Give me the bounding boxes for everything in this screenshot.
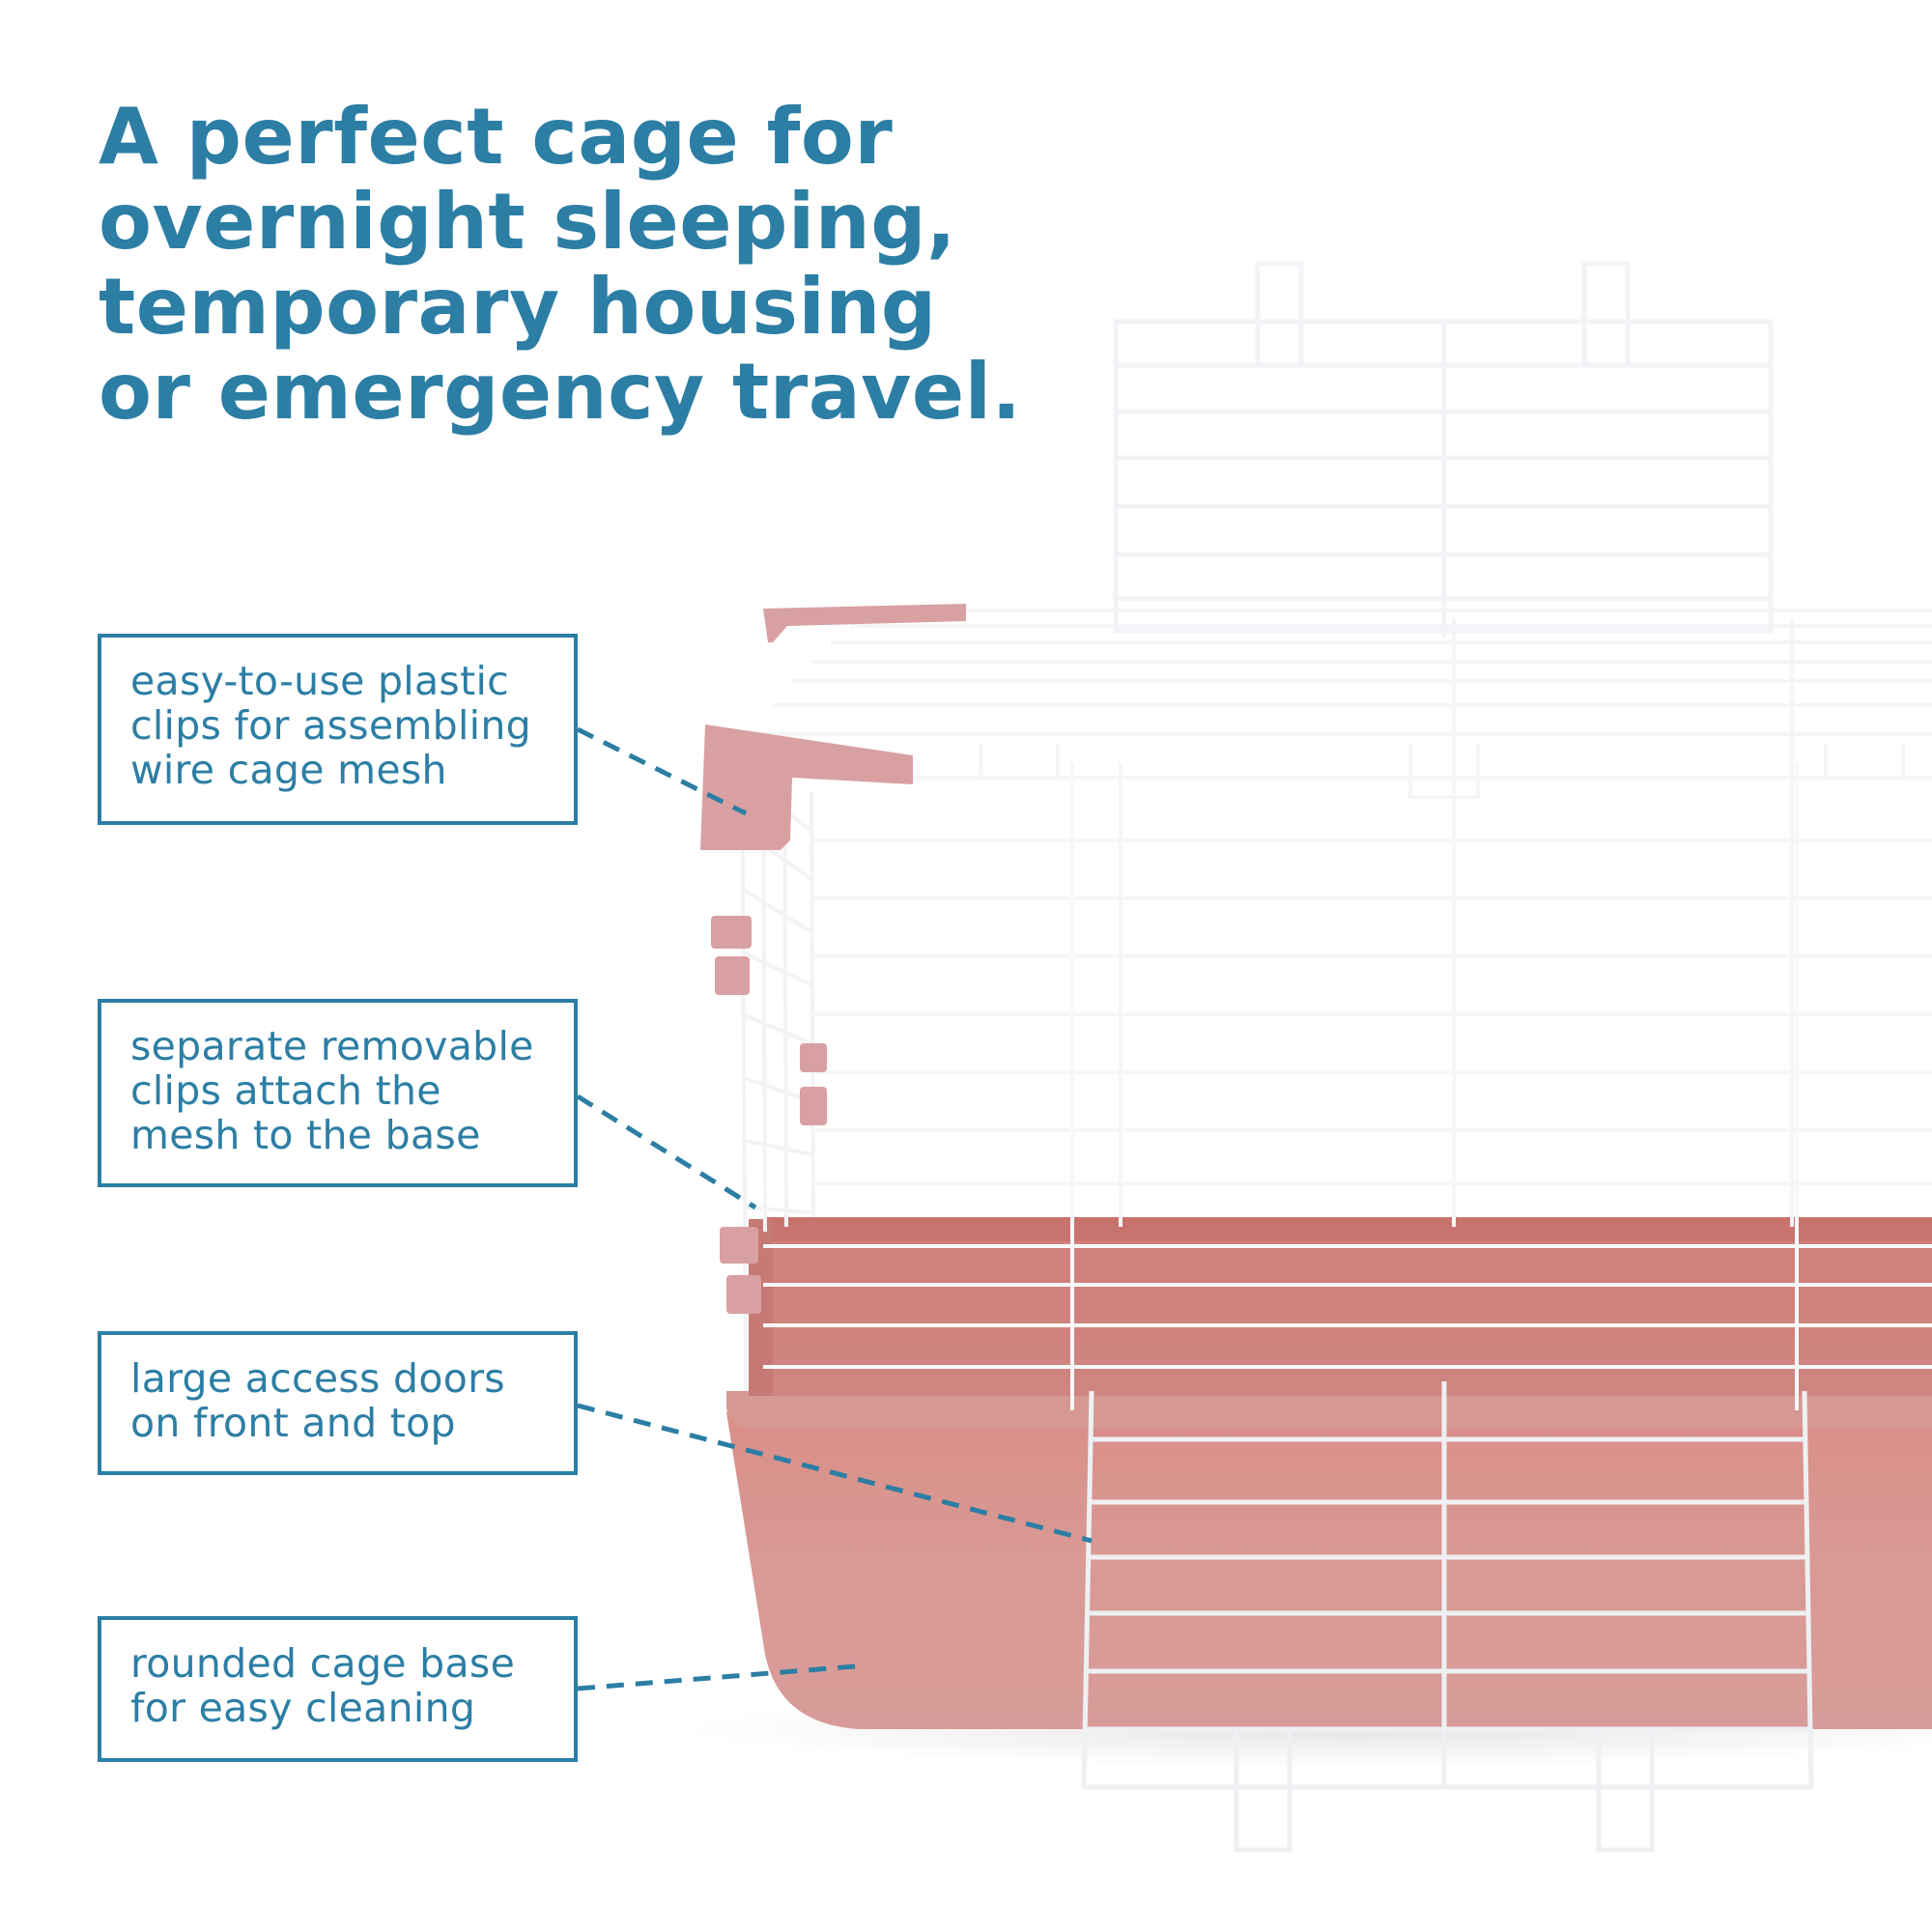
callout-rounded-base: rounded cage base for easy cleaning [98,1616,578,1762]
callout-removable-clips: separate removable clips attach the mesh… [98,999,578,1187]
corner-clip-icon [700,604,966,850]
callout-plastic-clips: easy-to-use plastic clips for assembling… [98,634,578,825]
callout-line: clips for assembling [130,702,531,749]
callout-line: rounded cage base [130,1640,516,1687]
top-door [1113,261,1774,638]
back-mesh [811,763,1932,1227]
headline-line: temporary housing [99,262,937,352]
callout-line: easy-to-use plastic [130,658,509,704]
callout-line: large access doors [130,1355,505,1402]
callout-line: mesh to the base [130,1112,481,1158]
callout-access-doors: large access doors on front and top [98,1331,578,1475]
callout-line: clips attach the [130,1067,441,1114]
callout-line: wire cage mesh [130,747,447,793]
callout-line: on front and top [130,1400,456,1446]
callout-line: for easy cleaning [130,1685,476,1731]
headline-line: overnight sleeping, [99,177,956,267]
headline-line: A perfect cage for [99,92,894,182]
front-mesh [763,763,1932,1410]
cage-base [726,1217,1932,1729]
callout-line: separate removable [130,1023,534,1069]
mesh-clip-icon [711,916,827,1314]
front-door [1081,1381,1814,1853]
headline-line: or emergency travel. [99,347,1022,437]
roof-mesh [753,609,1932,799]
headline: A perfect cage for overnight sleeping, t… [99,92,1022,437]
